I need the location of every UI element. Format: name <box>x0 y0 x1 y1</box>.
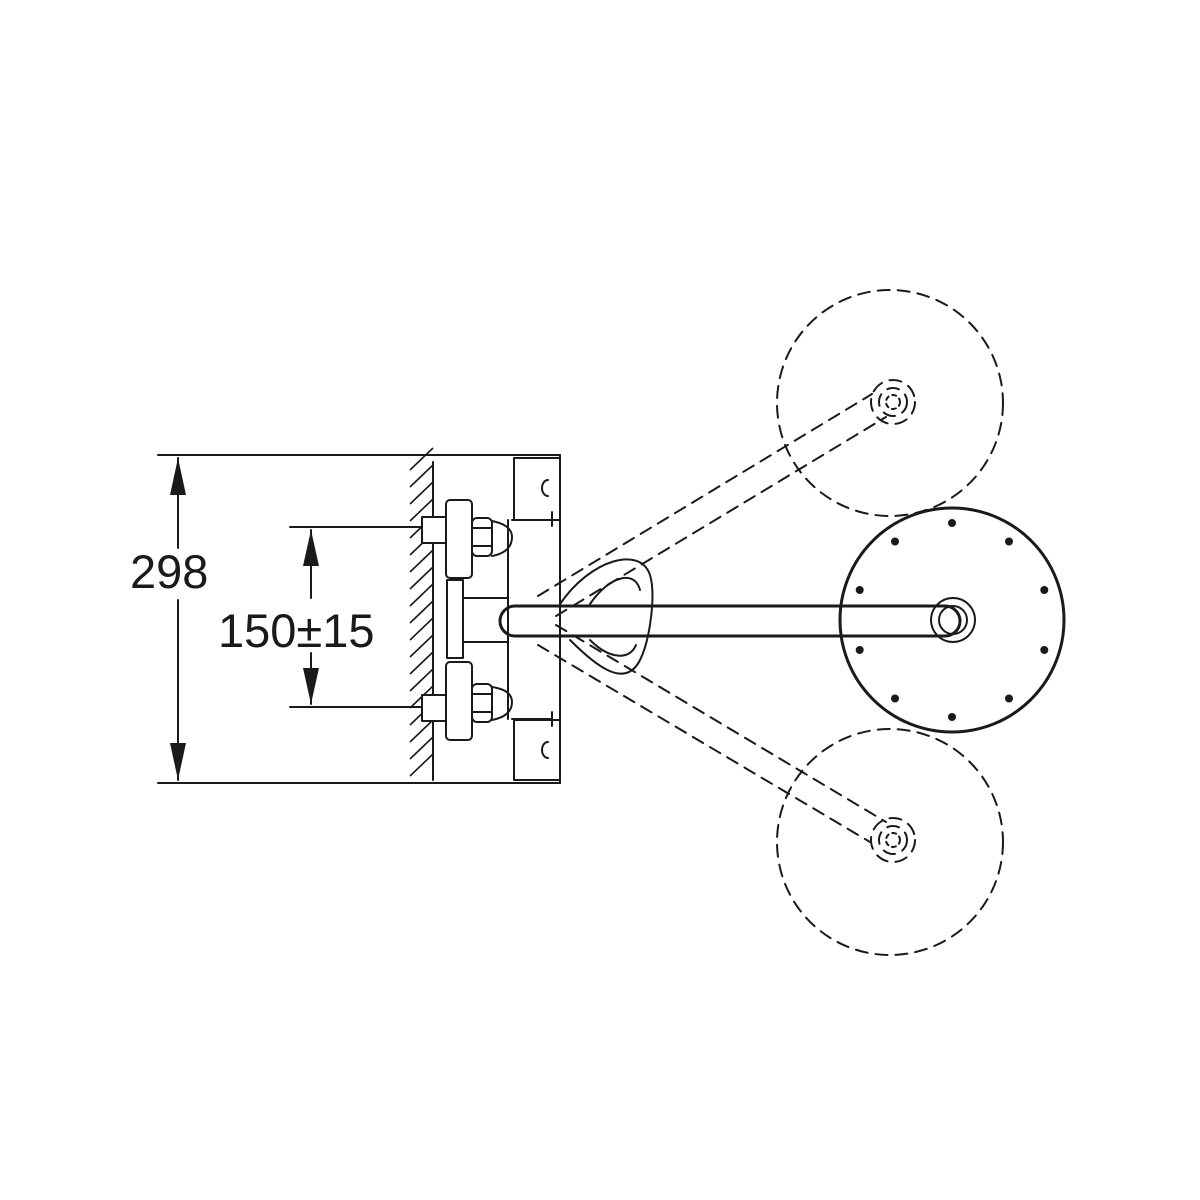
nozzle-dot <box>891 694 899 703</box>
hatch-stroke <box>409 668 434 692</box>
nozzle-dot <box>1005 537 1013 546</box>
dimension-298-label: 298 <box>130 545 208 598</box>
hatch-stroke <box>409 549 434 573</box>
nozzle-dot <box>1040 646 1049 654</box>
hatch-stroke <box>409 447 434 471</box>
hatch-stroke <box>409 634 434 658</box>
nozzle-dot <box>1005 694 1013 703</box>
dimension-150-label: 150±15 <box>218 604 375 657</box>
nozzle-dot <box>855 646 864 654</box>
hatch-stroke <box>409 651 434 675</box>
hatch-stroke <box>409 600 434 624</box>
hatch-stroke <box>409 464 434 488</box>
hatch-stroke <box>409 617 434 641</box>
hatch-stroke <box>409 736 434 760</box>
shower-head-lower-position <box>776 728 1004 956</box>
dimension-line-150 <box>303 529 319 705</box>
nozzle-dot <box>855 586 864 594</box>
extension-lines-150 <box>289 526 431 708</box>
hatch-stroke <box>409 481 434 505</box>
nozzle-dot <box>891 537 899 546</box>
shower-head <box>838 506 1066 734</box>
hatch-stroke <box>409 583 434 607</box>
wall-section <box>409 447 434 781</box>
nozzle-dot <box>1040 586 1049 594</box>
nozzle-dot <box>948 519 956 527</box>
wall-hatching <box>409 447 434 777</box>
hatch-stroke <box>409 566 434 590</box>
hatch-stroke <box>409 719 434 743</box>
dimension-line-298 <box>170 457 186 781</box>
shower-head-upper-position <box>776 289 1004 517</box>
hatch-stroke <box>409 498 434 522</box>
spray-nozzle-dots <box>855 519 1049 721</box>
mixer-body <box>421 457 561 781</box>
nozzle-dot <box>948 713 956 721</box>
hatch-stroke <box>409 753 434 777</box>
pivot-range-lines <box>537 393 887 843</box>
